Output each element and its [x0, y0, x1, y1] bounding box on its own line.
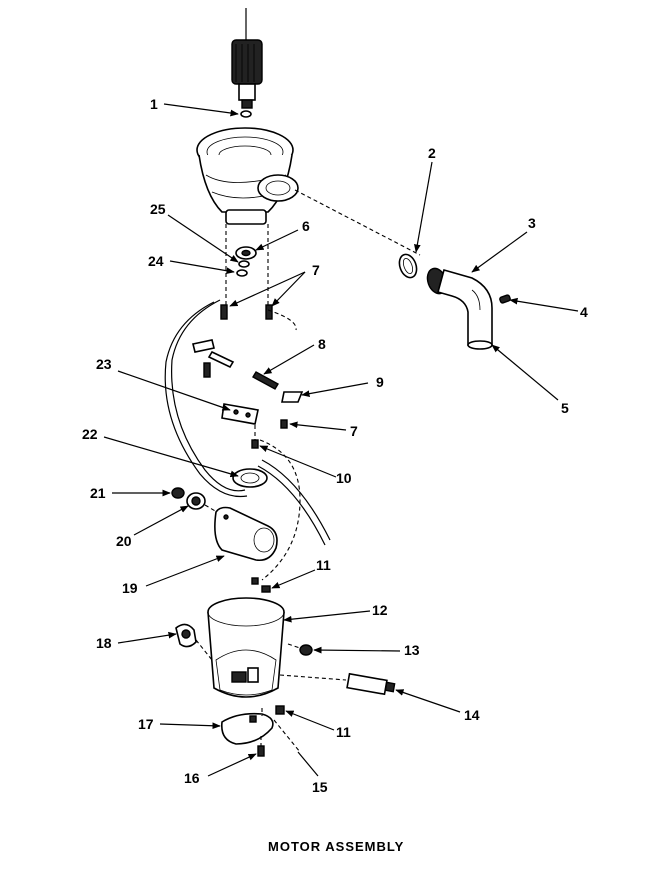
washer-part-1	[240, 110, 252, 118]
callout-7-lower: 7	[350, 423, 358, 439]
callout-25: 25	[150, 201, 166, 217]
screws-part-7	[220, 304, 273, 320]
callout-2: 2	[428, 145, 436, 161]
bracket-part-23	[221, 403, 259, 425]
callout-11-upper: 11	[316, 557, 331, 573]
washer-part-6-inner	[241, 249, 251, 257]
callout-9: 9	[376, 374, 384, 390]
callout-24: 24	[148, 253, 164, 269]
callout-18: 18	[96, 635, 112, 651]
callout-4: 4	[580, 304, 588, 320]
grommet-part-22	[232, 468, 268, 488]
ring-part-25	[238, 260, 250, 268]
clamp-part-2	[398, 253, 418, 279]
callout-23: 23	[96, 356, 112, 372]
switch-part-14	[346, 672, 396, 696]
clip-part-24	[236, 269, 248, 277]
screw-part-11-lower	[275, 705, 285, 715]
callout-8: 8	[318, 336, 326, 352]
callout-22: 22	[82, 426, 98, 442]
power-cord	[171, 299, 246, 492]
callout-16: 16	[184, 770, 200, 786]
nut-part-21	[171, 487, 185, 499]
callout-5: 5	[561, 400, 569, 416]
screw-part-16	[257, 745, 265, 757]
screw-part-13	[299, 644, 313, 656]
bushing-part-20	[186, 492, 206, 510]
clip-part-18	[175, 623, 197, 648]
bracket-part-9	[281, 391, 304, 403]
callout-3: 3	[528, 215, 536, 231]
callout-20: 20	[116, 533, 132, 549]
bracket-left	[192, 339, 235, 378]
callout-13: 13	[404, 642, 420, 658]
callout-6: 6	[302, 218, 310, 234]
leader-lines	[103, 103, 579, 777]
callout-14: 14	[464, 707, 480, 723]
callout-1: 1	[150, 96, 158, 112]
callout-7-upper: 7	[312, 262, 320, 278]
armature-rotor	[231, 8, 263, 109]
callout-labels: 1 2 3 4 5 6 7 7 8 9 10 11 11 12 13 14 15…	[82, 96, 588, 795]
callout-15: 15	[312, 779, 328, 795]
callout-12: 12	[372, 602, 388, 618]
callout-19: 19	[122, 580, 138, 596]
screw-part-10	[251, 439, 259, 449]
motor-housing	[196, 127, 299, 225]
diagram-caption: MOTOR ASSEMBLY	[268, 839, 404, 854]
motor-shell-part-12	[207, 597, 285, 698]
callout-10: 10	[336, 470, 352, 486]
screw-part-4	[499, 294, 511, 304]
callout-17: 17	[138, 716, 154, 732]
screw-part-7-lower	[280, 419, 288, 429]
callout-21: 21	[90, 485, 106, 501]
shield-part-19	[214, 506, 278, 562]
bolt-part-8	[252, 371, 279, 390]
cover-part-17	[220, 712, 274, 745]
callout-11-lower: 11	[336, 724, 351, 740]
screws-part-11-upper	[251, 577, 271, 593]
elbow-part-3	[426, 267, 493, 346]
hose-part-5	[467, 340, 493, 350]
